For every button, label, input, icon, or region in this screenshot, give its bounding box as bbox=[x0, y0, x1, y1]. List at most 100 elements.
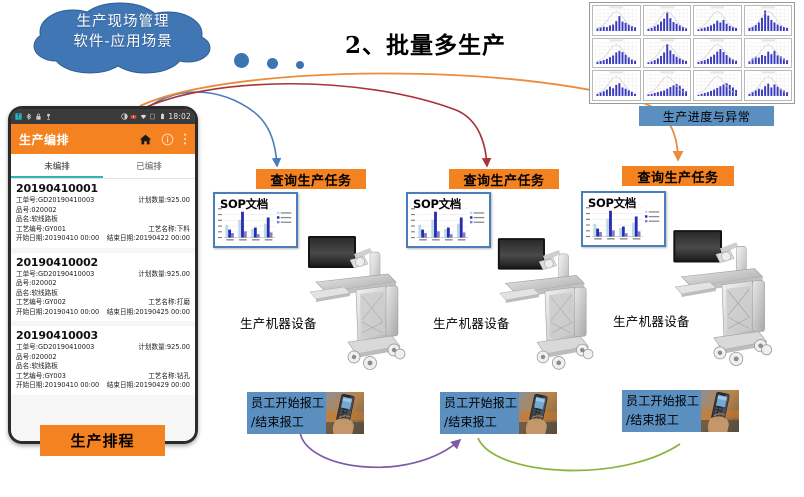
order-process-name: 工艺名称:打磨 bbox=[148, 298, 190, 306]
order-work-order: 工单号:GD20190410003 bbox=[16, 343, 95, 351]
worker-report-box-3[interactable]: 员工开始报工 /结束报工 bbox=[622, 390, 740, 432]
phone-screen: T 18:02 生产编排 bbox=[11, 109, 195, 441]
machine-cart-image-2 bbox=[490, 232, 598, 370]
tab-scheduled[interactable]: 已编排 bbox=[136, 162, 162, 172]
mini-chart-10 bbox=[642, 70, 691, 101]
order-row-workorder: 工单号:GD20190410003 计划数量:925.00 bbox=[16, 270, 190, 280]
order-row-dates: 开始日期:20190410 00:00 结束日期:20190422 00:00 bbox=[16, 234, 190, 244]
phone-mockup: T 18:02 生产编排 bbox=[8, 106, 198, 444]
order-process-name: 工艺名称:下料 bbox=[148, 224, 190, 233]
svg-text:T: T bbox=[16, 114, 20, 120]
cloud-callout: 生产现场管理 软件-应用场景 bbox=[28, 2, 218, 78]
lock-icon bbox=[36, 113, 41, 120]
order-process-no: 工艺编号:GY001 bbox=[16, 224, 66, 233]
location-icon bbox=[47, 113, 50, 120]
mini-chart-8 bbox=[743, 37, 792, 69]
machine-label-2: 生产机器设备 bbox=[433, 316, 510, 331]
overflow-menu-icon[interactable] bbox=[183, 132, 187, 146]
home-icon[interactable] bbox=[139, 133, 152, 146]
machine-label-1: 生产机器设备 bbox=[240, 316, 317, 331]
mini-chart-3 bbox=[693, 5, 742, 36]
mini-chart-4 bbox=[743, 5, 792, 36]
query-task-button-3[interactable]: 查询生产任务 bbox=[622, 166, 734, 186]
worker-line-2: /结束报工 bbox=[626, 413, 680, 427]
bluetooth-icon bbox=[26, 113, 32, 120]
list-item[interactable]: 20190410001 工单号:GD20190410003 计划数量:925.0… bbox=[11, 179, 195, 248]
mini-chart-2 bbox=[642, 5, 691, 36]
sop-document-panel-2[interactable]: SOP文档 bbox=[406, 192, 491, 248]
order-start-date: 开始日期:20190410 00:00 bbox=[16, 307, 100, 316]
progress-chart-grid-inner bbox=[592, 5, 792, 101]
order-id: 20190410001 bbox=[16, 182, 98, 195]
phone-appbar: 生产编排 bbox=[11, 124, 195, 154]
order-end-date: 结束日期:20190425 00:00 bbox=[106, 307, 190, 316]
machine-label-3: 生产机器设备 bbox=[613, 314, 690, 329]
order-item-no: 品号:020002 bbox=[16, 352, 57, 361]
app-icon: T bbox=[15, 113, 22, 120]
cart-illustration bbox=[673, 230, 773, 366]
mini-chart-6 bbox=[642, 37, 691, 69]
cloud-line-1: 生产现场管理 bbox=[76, 14, 170, 30]
order-end-date: 结束日期:20190422 00:00 bbox=[106, 234, 190, 242]
mini-chart-1 bbox=[592, 5, 641, 36]
handheld-scanner-photo-1 bbox=[326, 392, 365, 434]
curve-worker-2-to-3 bbox=[477, 437, 681, 472]
mini-chart-12 bbox=[743, 70, 792, 101]
cloud-trail-dot-medium bbox=[267, 58, 278, 69]
production-order-list[interactable]: 20190410001 工单号:GD20190410003 计划数量:925.0… bbox=[11, 179, 195, 441]
phone-tabs: 未编排 已编排 bbox=[11, 154, 195, 179]
battery-alert-icon bbox=[131, 115, 137, 119]
sop-document-label-2: SOP文档 bbox=[413, 197, 461, 211]
curve-worker-1-to-2 bbox=[299, 431, 462, 469]
query-task-button-1[interactable]: 查询生产任务 bbox=[256, 169, 366, 189]
order-process-no: 工艺编号:GY002 bbox=[16, 298, 66, 306]
cart-illustration bbox=[308, 236, 406, 370]
sop-document-panel-3[interactable]: SOP文档 bbox=[581, 191, 666, 247]
order-item-name: 品名:软线路板 bbox=[16, 288, 58, 297]
sop-chart-1 bbox=[215, 194, 296, 246]
worker-report-text-2: 员工开始报工 /结束报工 bbox=[440, 392, 519, 434]
sop-document-label-1: SOP文档 bbox=[220, 197, 268, 211]
sop-document-panel-1[interactable]: SOP文档 bbox=[213, 192, 298, 248]
info-icon[interactable] bbox=[161, 133, 174, 146]
progress-panel-caption: 生产进度与异常 bbox=[639, 106, 774, 126]
sop-chart-3 bbox=[583, 193, 664, 245]
phone-statusbar: T 18:02 bbox=[11, 109, 195, 124]
mini-chart-9 bbox=[592, 70, 641, 101]
query-task-button-2[interactable]: 查询生产任务 bbox=[449, 169, 559, 189]
order-plan-qty: 计划数量:925.00 bbox=[138, 196, 190, 204]
order-row-process: 工艺编号:GY003 工艺名称:钻孔 bbox=[16, 372, 190, 382]
page-title: 2、批量多生产 bbox=[345, 32, 507, 59]
order-id: 20190410003 bbox=[16, 329, 98, 342]
sop-document-label-3: SOP文档 bbox=[588, 196, 636, 210]
order-process-no: 工艺编号:GY003 bbox=[16, 371, 66, 380]
worker-line-2: /结束报工 bbox=[251, 415, 305, 429]
worker-line-2: /结束报工 bbox=[444, 415, 498, 429]
list-item[interactable]: 20190410002 工单号:GD20190410003 计划数量:925.0… bbox=[11, 252, 195, 321]
wifi-icon bbox=[140, 114, 147, 120]
order-end-date: 结束日期:20190429 00:00 bbox=[106, 381, 190, 389]
scanner-illustration bbox=[519, 392, 558, 434]
phone-caption: 生产排程 bbox=[40, 425, 165, 456]
progress-chart-grid bbox=[589, 2, 795, 104]
cart-illustration bbox=[497, 238, 594, 370]
worker-report-box-1[interactable]: 员工开始报工 /结束报工 bbox=[247, 392, 365, 434]
order-process-name: 工艺名称:钻孔 bbox=[148, 371, 190, 380]
list-item[interactable]: 20190410003 工单号:GD20190410003 计划数量:925.0… bbox=[11, 326, 195, 395]
order-plan-qty: 计划数量:925.00 bbox=[138, 269, 190, 278]
cloud-shape bbox=[33, 2, 211, 74]
appbar-actions bbox=[139, 132, 187, 146]
order-row-workorder: 工单号:GD20190410003 计划数量:925.00 bbox=[16, 343, 190, 353]
order-id: 20190410002 bbox=[16, 255, 98, 269]
tab-unscheduled[interactable]: 未编排 bbox=[44, 162, 70, 172]
machine-cart-image-3 bbox=[665, 224, 777, 366]
scanner-illustration bbox=[701, 390, 740, 432]
worker-report-box-2[interactable]: 员工开始报工 /结束报工 bbox=[440, 392, 558, 434]
order-item-name: 品名:软线路板 bbox=[16, 215, 58, 223]
app-title: 生产编排 bbox=[19, 132, 70, 147]
machine-cart-image-1 bbox=[300, 230, 410, 370]
cloud-trail-dot-large bbox=[234, 53, 249, 68]
order-row-workorder: 工单号:GD20190410003 计划数量:925.00 bbox=[16, 196, 190, 206]
cloud-text: 生产现场管理 软件-应用场景 bbox=[28, 12, 218, 52]
